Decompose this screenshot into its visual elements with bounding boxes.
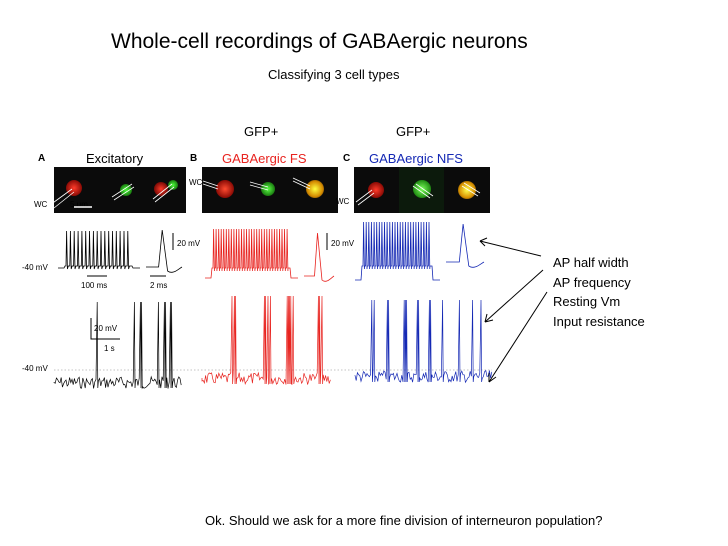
trace-line	[201, 295, 331, 385]
micrograph-b-merge	[292, 167, 338, 213]
arrow-head-ap	[479, 237, 488, 247]
trace-line	[146, 229, 183, 273]
slide-title: Whole-cell recordings of GABAergic neuro…	[111, 30, 528, 53]
micrograph-b-green	[247, 167, 293, 213]
trace-nfs-train	[355, 221, 440, 281]
micrograph-a-merge	[140, 167, 186, 213]
property-ap-frequency: AP frequency	[553, 274, 631, 290]
gfp-label-nfs: GFP+	[396, 124, 431, 139]
panel-c-letter: C	[343, 153, 351, 164]
footer-question: Ok. Should we ask for a more fine divisi…	[205, 513, 603, 528]
panel-a-name: Excitatory	[86, 151, 144, 166]
trace-fs-ap	[304, 232, 335, 282]
arrow-head-frequency	[484, 313, 494, 323]
property-resting-vm: Resting Vm	[553, 294, 621, 309]
panel-b-name: GABAergic FS	[222, 151, 307, 166]
scale-label-100ms: 100 ms	[81, 281, 108, 290]
wc-label-c: WC	[336, 197, 350, 206]
panel-b-letter: B	[190, 153, 198, 164]
pipette-c2	[412, 183, 434, 199]
trace-fs-train	[205, 228, 298, 279]
wc-label-b: WC	[189, 178, 203, 187]
property-ap-half-width: AP half width	[553, 255, 629, 270]
trace-excitatory-train	[58, 230, 140, 270]
trace-line	[355, 221, 440, 281]
trace-fs-spontaneous	[201, 295, 331, 385]
pipette-b2	[249, 181, 269, 191]
scale-label-2ms: 2 ms	[150, 281, 168, 290]
pipette-c3	[461, 182, 481, 197]
micrograph-a-green	[99, 167, 145, 213]
scale-label-20mv-b: 20 mV	[331, 239, 355, 248]
slide-subtitle: Classifying 3 cell types	[268, 67, 400, 82]
arrow-head-resting	[488, 373, 497, 383]
trace-excitatory-spontaneous	[53, 301, 182, 390]
scale-label-5um: 5 μm	[70, 200, 88, 209]
vm-label-bottom: -40 mV	[22, 364, 48, 373]
property-input-resistance: Input resistance	[553, 313, 645, 329]
pipette-a3	[152, 183, 175, 203]
micrograph-b-red	[202, 167, 248, 213]
trace-line	[354, 299, 493, 384]
trace-nfs-spontaneous	[354, 299, 493, 384]
trace-line	[53, 301, 182, 390]
trace-line	[446, 223, 485, 268]
trace-nfs-ap	[446, 223, 485, 268]
vm-label-top: -40 mV	[22, 263, 48, 272]
property-list: AP half width AP frequency Resting Vm In…	[553, 253, 645, 331]
panel-c-name: GABAergic NFS	[369, 151, 463, 166]
pipette-b3	[292, 177, 311, 190]
arrow-to-resting	[488, 291, 548, 383]
micrograph-c-green	[399, 167, 445, 213]
pipette-a2	[111, 183, 135, 201]
arrow-to-frequency	[484, 269, 544, 323]
scale-bar-20mv-1s	[90, 318, 120, 340]
wc-label-a: WC	[34, 200, 48, 209]
trace-line	[304, 232, 335, 282]
arrow-to-ap	[479, 240, 542, 257]
gfp-label-fs: GFP+	[244, 124, 279, 139]
micrograph-a-red	[54, 167, 100, 213]
pipette-c1	[355, 189, 375, 206]
scale-label-20mv-bottom: 20 mV	[94, 324, 118, 333]
scale-label-1s: 1 s	[104, 344, 115, 353]
trace-excitatory-ap	[146, 229, 183, 273]
pipette-a1	[49, 188, 75, 209]
pipette-b1	[202, 180, 219, 190]
trace-line	[205, 228, 298, 279]
panel-a-letter: A	[38, 153, 46, 164]
micrograph-c-merge	[444, 167, 490, 213]
scale-label-20mv-a: 20 mV	[177, 239, 201, 248]
trace-line	[58, 230, 140, 270]
